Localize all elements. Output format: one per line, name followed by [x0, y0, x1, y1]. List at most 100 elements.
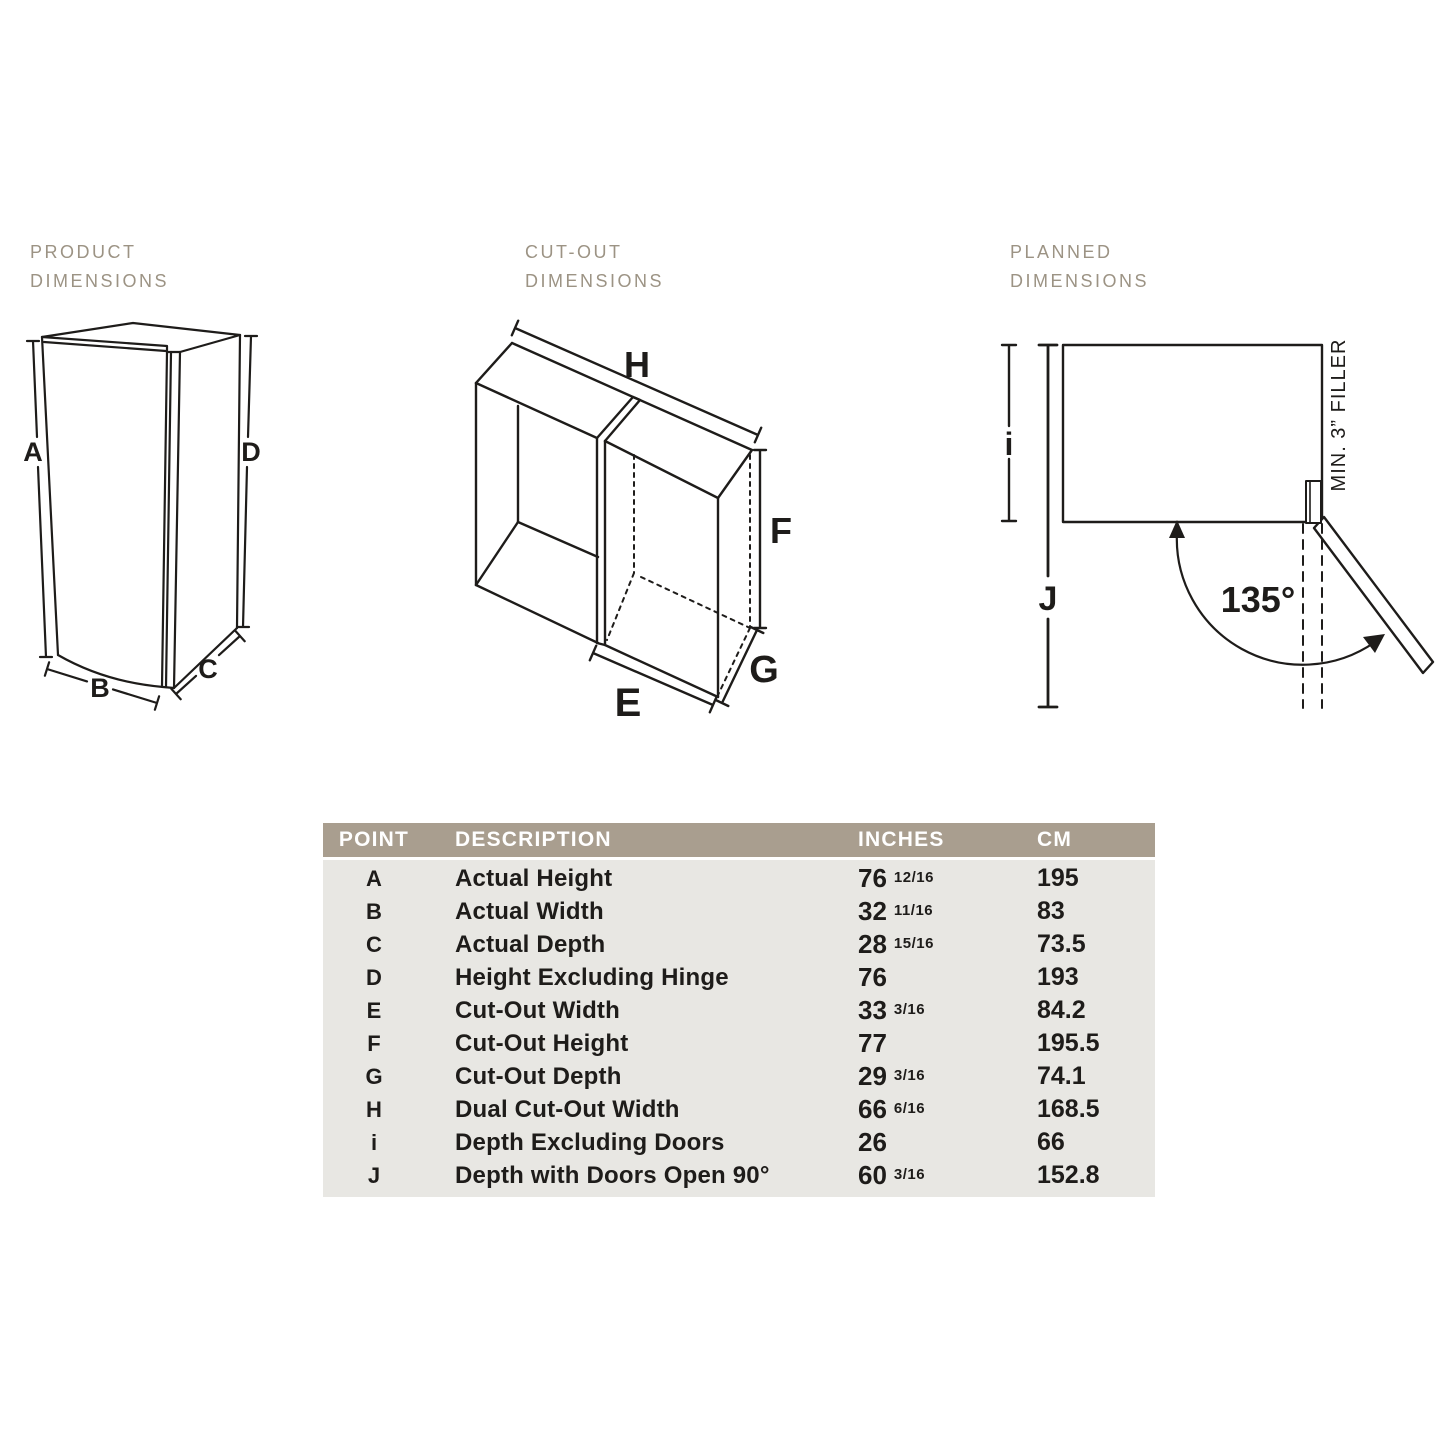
- inches-fraction: 3/16: [893, 1166, 926, 1183]
- description-cell: Height Excluding Hinge: [455, 963, 729, 991]
- inches-cell: 26: [858, 1127, 1037, 1158]
- cabinet-top-view: [1061, 343, 1324, 524]
- hidden-bottom-back-edge: [640, 576, 751, 629]
- side-front-edge: [172, 350, 182, 690]
- cm-cell: 66: [1037, 1128, 1065, 1156]
- dimension-line-C: [170, 629, 246, 701]
- divider-top-edges: [595, 395, 642, 443]
- dimension-line-A: [25, 339, 54, 659]
- dimension-line-B: [43, 661, 161, 711]
- cabinet-top-face: [40, 321, 242, 339]
- description-cell: Actual Height: [455, 864, 613, 892]
- cutout-top-left-depth-edge: [474, 341, 514, 385]
- label-C: C: [198, 654, 218, 684]
- inches-fraction: 11/16: [893, 902, 934, 919]
- inches-fraction: 12/16: [893, 869, 934, 886]
- description-cell: Actual Width: [455, 897, 604, 925]
- table-header-row: POINT DESCRIPTION INCHES CM: [323, 823, 1155, 857]
- inches-fraction: 15/16: [893, 935, 934, 952]
- label-i: i: [1005, 426, 1014, 462]
- dimensions-table: POINT DESCRIPTION INCHES CM A Actual Hei…: [323, 823, 1155, 1197]
- title-line: PLANNED: [1010, 242, 1113, 262]
- left-niche-bottom-back-edge: [516, 520, 600, 559]
- cabinet-back-right-edge: [235, 333, 242, 630]
- product-dimensions-title: PRODUCT DIMENSIONS: [30, 238, 169, 296]
- header-inches: INCHES: [858, 828, 945, 851]
- door-open-90-dashed: [1302, 523, 1323, 709]
- label-B: B: [90, 673, 110, 703]
- right-niche-top-edge: [603, 439, 720, 500]
- label-E: E: [615, 681, 642, 718]
- point-cell: E: [366, 997, 382, 1023]
- description-cell: Actual Depth: [455, 930, 606, 958]
- inches-whole: 66: [858, 1094, 887, 1124]
- title-line: DIMENSIONS: [30, 271, 170, 291]
- label-J: J: [1039, 580, 1058, 618]
- inches-cell: 66 6/16: [858, 1094, 1037, 1125]
- inches-whole: 29: [858, 1061, 887, 1091]
- point-cell: A: [366, 865, 382, 891]
- dimension-line-i: [1000, 343, 1018, 523]
- arc-arrowhead-right: [1363, 634, 1385, 653]
- point-cell: C: [366, 931, 382, 957]
- inches-whole: 60: [858, 1160, 887, 1190]
- cm-cell: 195.5: [1037, 1029, 1100, 1057]
- table-row: F Cut-Out Height 77 195.5: [323, 1027, 1155, 1060]
- inches-whole: 76: [858, 962, 887, 992]
- cabinet-bottom-front-edge: [56, 653, 176, 690]
- point-cell: F: [367, 1030, 381, 1056]
- door-open-135: [1312, 515, 1435, 675]
- label-F: F: [770, 510, 792, 551]
- header-point: POINT: [338, 828, 410, 851]
- description-cell: Dual Cut-Out Width: [455, 1095, 680, 1123]
- point-cell: i: [370, 1129, 378, 1155]
- inches-whole: 76: [858, 863, 887, 893]
- planned-dimensions-title: PLANNED DIMENSIONS: [1010, 238, 1149, 296]
- inches-fraction: 6/16: [893, 1100, 926, 1117]
- cm-cell: 168.5: [1037, 1095, 1100, 1123]
- header-cm: CM: [1037, 828, 1073, 851]
- inches-cell: 77: [858, 1028, 1037, 1059]
- cutout-dimensions-title: CUT-OUT DIMENSIONS: [525, 238, 664, 296]
- label-angle-135: 135°: [1221, 579, 1295, 620]
- point-cell: D: [366, 964, 382, 990]
- inches-fraction: 3/16: [893, 1001, 926, 1018]
- left-niche-bottom-edge: [474, 583, 600, 645]
- cm-cell: 152.8: [1037, 1161, 1100, 1189]
- cabinet-left-edge: [40, 335, 60, 657]
- inches-cell: 76: [858, 962, 1037, 993]
- left-niche-bottom-depth-edge: [474, 520, 520, 587]
- dimension-line-D: [235, 334, 259, 629]
- hidden-divider-back-edge: [606, 454, 635, 641]
- table-row: i Depth Excluding Doors 26 66: [323, 1126, 1155, 1159]
- arc-arrowhead-up: [1169, 520, 1185, 538]
- left-niche-top-edge: [474, 381, 599, 440]
- door-swing-arc: [1175, 530, 1377, 666]
- divider-front-edges: [595, 436, 607, 647]
- dimension-line-G: [714, 625, 765, 708]
- point-cell: H: [366, 1096, 382, 1122]
- title-line: PRODUCT: [30, 242, 137, 262]
- header-description: DESCRIPTION: [455, 828, 612, 851]
- point-cell: G: [365, 1063, 383, 1089]
- inches-cell: 60 3/16: [858, 1160, 1037, 1191]
- side-bottom-edge: [172, 626, 239, 690]
- table-row: H Dual Cut-Out Width 66 6/16 168.5: [323, 1093, 1155, 1126]
- dimension-line-E: [588, 644, 718, 714]
- cm-cell: 84.2: [1037, 996, 1086, 1024]
- description-cell: Cut-Out Width: [455, 996, 620, 1024]
- inches-whole: 26: [858, 1127, 887, 1157]
- inches-whole: 77: [858, 1028, 887, 1058]
- description-cell: Depth with Doors Open 90°: [455, 1161, 770, 1189]
- dimension-line-H: [510, 319, 763, 444]
- inches-cell: 76 12/16: [858, 863, 1037, 894]
- cm-cell: 83: [1037, 897, 1065, 925]
